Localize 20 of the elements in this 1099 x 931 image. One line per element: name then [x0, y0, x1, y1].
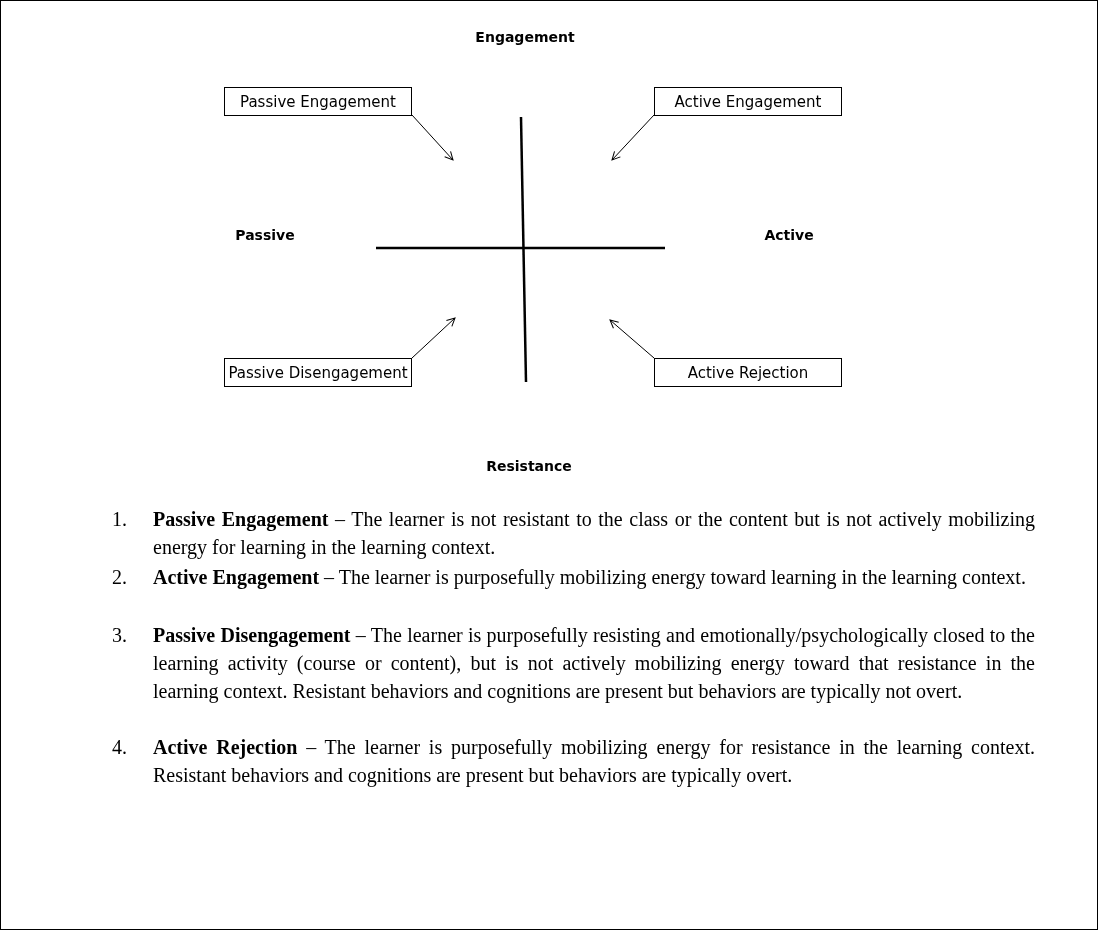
- axis-label: Active: [764, 227, 814, 243]
- quadrant-label-box: Passive Disengagement: [224, 358, 412, 387]
- arrow: [411, 317, 456, 359]
- list-number: 4.: [112, 736, 127, 759]
- arrow: [609, 319, 655, 359]
- list-number: 3.: [112, 624, 127, 647]
- definition-text: Passive Disengagement – The learner is purposefully resisting and emotionally/psychologically closed to the learning activity (course or content), but is not actively mobilizing energy toward that resistance in the learning context. Resistant behaviors and cognitions are present but behaviors are typically not overt.: [153, 623, 1035, 705]
- arrow: [611, 114, 655, 161]
- list-number: 2.: [112, 566, 127, 589]
- definition-text: Passive Engagement – The learner is not resistant to the class or the content but is not actively mobilizing energy for learning in the learning context.: [153, 507, 1035, 561]
- axis-label: Passive: [235, 227, 295, 243]
- quadrant-label-box: Active Engagement: [654, 87, 842, 116]
- definition-text: Active Engagement – The learner is purposefully mobilizing energy toward learning in the learning context.: [153, 565, 1027, 591]
- definition-text: Active Rejection – The learner is purposefully mobilizing energy for resistance in the learning context. Resistant behaviors and cognitions are present but behaviors are typically overt.: [153, 735, 1035, 789]
- axis-label: Resistance: [486, 458, 572, 474]
- quadrant-label-box: Passive Engagement: [224, 87, 412, 116]
- arrow: [411, 114, 454, 161]
- axis-label: Engagement: [475, 29, 575, 45]
- list-number: 1.: [112, 508, 127, 531]
- quadrant-label-box: Active Rejection: [654, 358, 842, 387]
